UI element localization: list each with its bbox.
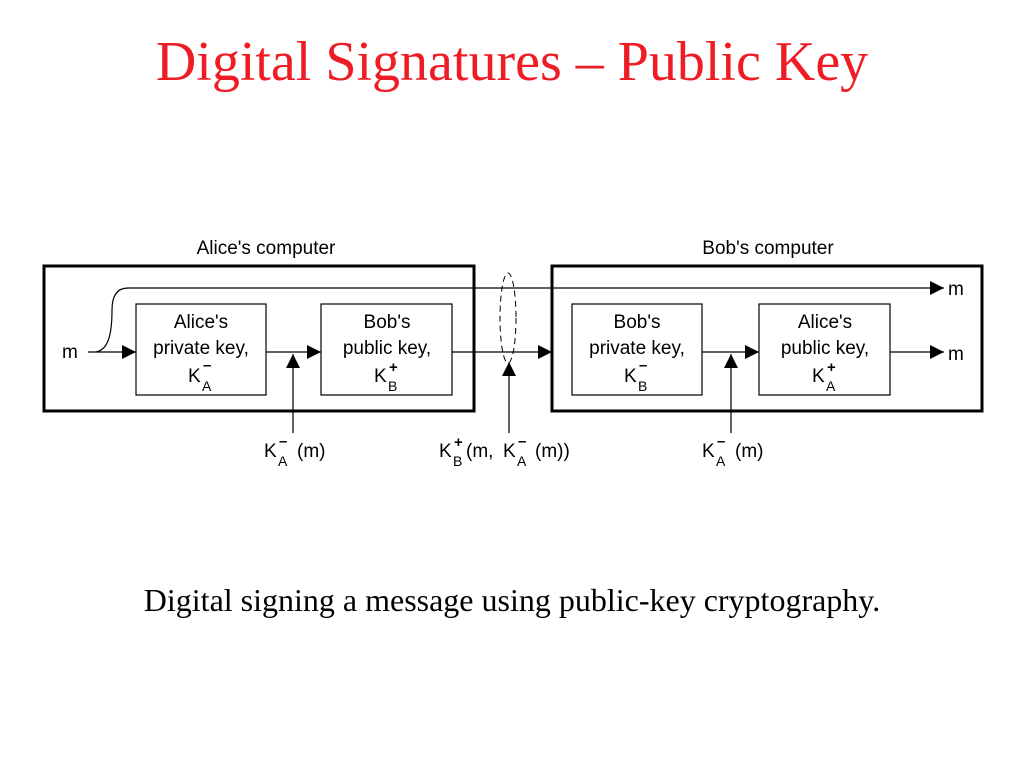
svg-text:(m,: (m, [466,441,493,462]
svg-text:K: K [439,441,452,462]
svg-text:K: K [812,366,825,387]
slide-caption: Digital signing a message using public-k… [143,582,881,618]
svg-text:A: A [202,378,212,394]
svg-text:A: A [517,453,527,469]
bob-public-key-box [320,303,453,396]
svg-text:K: K [624,366,637,387]
bob-computer-label: Bob's computer [702,238,834,259]
svg-text:A: A [278,453,288,469]
svg-text:K: K [702,441,715,462]
alice-computer-frame [42,264,476,413]
alice-private-key-box [135,303,267,396]
svg-text:K: K [503,441,516,462]
channel-annotation: K B + (m, K A – (m)) [439,433,570,469]
output-message-top-label: m [948,279,964,300]
svg-text:private key,: private key, [153,338,249,359]
bob-private-key-box [571,303,703,396]
svg-text:B: B [453,453,462,469]
svg-text:B: B [388,378,397,394]
svg-text:public key,: public key, [343,338,431,359]
svg-text:(m): (m) [297,441,325,462]
svg-text:(m): (m) [735,441,763,462]
svg-text:–: – [717,433,725,450]
svg-text:+: + [454,434,463,451]
alice-private-key-text: Alice's private key, K A – [153,312,249,394]
svg-text:–: – [203,357,211,374]
bob-public-key-text: Bob's public key, K B + [343,312,431,394]
arrow-bypass-top [95,281,944,353]
left-signature-annotation: K A – (m) [264,433,325,469]
alice-public-key-text: Alice's public key, K A + [781,312,869,394]
svg-text:public key,: public key, [781,338,869,359]
channel-ellipse [499,272,517,364]
svg-text:private key,: private key, [589,338,685,359]
output-message-bottom-label: m [948,344,964,365]
svg-text:(m)): (m)) [535,441,570,462]
svg-text:+: + [389,359,398,376]
svg-text:K: K [188,366,201,387]
svg-text:–: – [518,433,526,450]
alice-computer-label: Alice's computer [197,238,336,259]
svg-text:Alice's: Alice's [174,312,228,333]
right-signature-annotation: K A – (m) [702,433,763,469]
svg-text:K: K [264,441,277,462]
svg-text:Bob's: Bob's [364,312,411,333]
alice-public-key-box [758,303,891,396]
svg-text:A: A [716,453,726,469]
svg-text:Alice's: Alice's [798,312,852,333]
input-message-label: m [62,342,78,363]
svg-text:–: – [279,433,287,450]
svg-text:A: A [826,378,836,394]
svg-text:B: B [638,378,647,394]
svg-text:K: K [374,366,387,387]
flow-arrows [88,281,944,433]
svg-text:–: – [639,357,647,374]
slide-title: Digital Signatures – Public Key [155,31,869,93]
bob-private-key-text: Bob's private key, K B – [589,312,685,394]
svg-text:Bob's: Bob's [614,312,661,333]
bob-computer-frame [550,264,984,413]
svg-text:+: + [827,359,836,376]
